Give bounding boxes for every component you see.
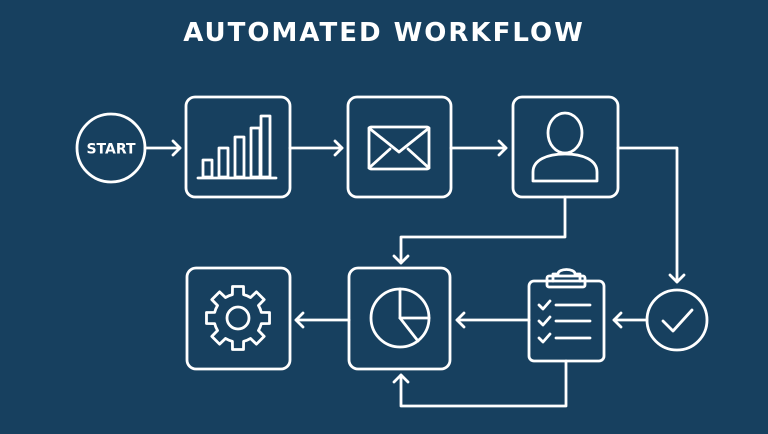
user-icon	[531, 111, 599, 183]
email-node	[346, 95, 453, 199]
arrowhead	[392, 373, 410, 384]
clipboard-checklist-icon	[527, 268, 606, 363]
diagram-title: AUTOMATED WORKFLOW	[183, 18, 585, 48]
connector-user-approval	[616, 146, 679, 284]
arrowhead	[455, 311, 466, 329]
user-node	[511, 95, 620, 199]
settings-node	[185, 266, 292, 371]
checklist-node	[527, 268, 606, 363]
approval-node	[645, 288, 709, 352]
start-node: START	[75, 112, 147, 184]
settings-box	[185, 266, 292, 371]
connector-loop-report	[399, 359, 568, 408]
connectors	[143, 139, 686, 408]
start-label: START	[86, 142, 136, 158]
arrowhead	[171, 139, 182, 157]
connector-user-report	[399, 195, 567, 265]
checkmark-icon	[661, 308, 694, 333]
approval-circle	[645, 288, 709, 352]
email-box	[346, 95, 453, 199]
analytics-box	[184, 95, 292, 199]
arrowhead	[392, 254, 410, 265]
bar-chart-icon	[196, 114, 278, 180]
arrowhead	[294, 311, 305, 329]
analytics-node	[184, 95, 292, 199]
arrowhead	[333, 139, 344, 157]
report-node	[347, 266, 452, 371]
arrowhead	[497, 139, 508, 157]
envelope-icon	[367, 125, 431, 171]
pie-chart-icon	[369, 287, 431, 349]
report-box	[347, 266, 452, 371]
gear-icon	[205, 285, 271, 351]
arrowhead	[612, 311, 623, 329]
arrowhead	[668, 273, 686, 284]
